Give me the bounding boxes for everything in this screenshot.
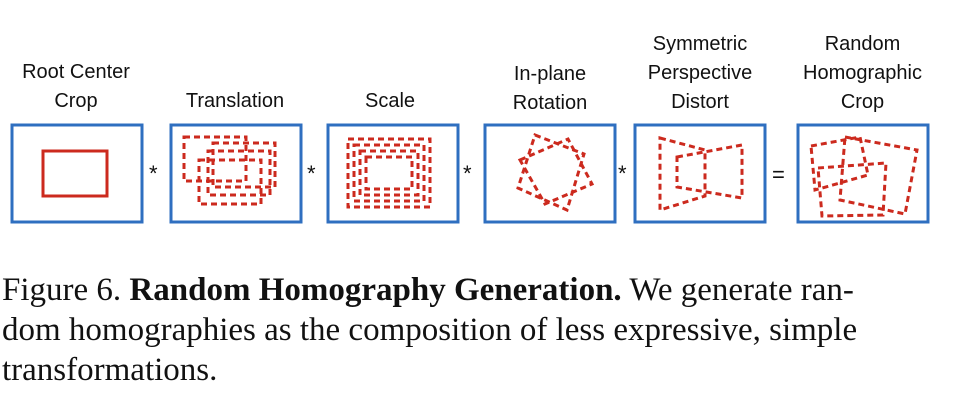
random-quad-3 <box>816 161 888 218</box>
caption-text-line1: We generate ran- <box>629 272 854 308</box>
caption-text-line2: dom homographies as the composition of l… <box>2 312 858 348</box>
translation-rect-3 <box>197 158 263 206</box>
caption-title: Random Homography Generation. <box>129 272 622 308</box>
rotation-rect-1 <box>517 137 595 206</box>
label-in-plane-rotation: In-plane Rotation <box>512 63 588 114</box>
figure-caption: Figure 6. Random Homography Generation. … <box>2 270 957 390</box>
label-translation: Translation <box>185 90 285 112</box>
operator-multiply-1: * <box>149 161 158 186</box>
panel-perspective-box <box>633 123 767 224</box>
operator-multiply-3: * <box>463 161 472 186</box>
translation-rect-4 <box>206 149 272 197</box>
operator-equals: = <box>772 162 785 187</box>
label-symmetric-perspective-distort: Symmetric Perspective Distort <box>647 33 753 113</box>
rotation-rect-2 <box>516 133 586 213</box>
scale-rect-1 <box>346 137 432 209</box>
label-random-homographic-crop: Random Homographic Crop <box>803 33 922 113</box>
scale-rect-4 <box>364 155 414 191</box>
panel-rotation-box <box>483 123 617 224</box>
label-scale: Scale <box>364 90 416 112</box>
panel-root-box <box>10 123 144 224</box>
perspective-quad-2 <box>675 143 744 200</box>
panel-random-box <box>796 123 930 224</box>
figure-diagram <box>10 123 930 224</box>
random-quad-2 <box>838 135 919 216</box>
panel-scale-box <box>326 123 460 224</box>
figure-6: Root Center Crop Translation Scale In-pl… <box>10 33 930 224</box>
operator-multiply-2: * <box>307 161 316 186</box>
operator-multiply-4: * <box>618 161 627 186</box>
caption-figure-number: Figure 6. <box>2 272 122 308</box>
translation-rect-1 <box>182 135 248 183</box>
root-crop-rect <box>41 149 109 198</box>
caption-text-line3: transformations. <box>2 352 218 388</box>
scale-rect-3 <box>358 149 420 197</box>
label-root-center-crop: Root Center Crop <box>22 61 130 112</box>
translation-rect-2 <box>211 141 277 189</box>
panel-translation-box <box>169 123 303 224</box>
scale-rect-2 <box>352 143 426 203</box>
perspective-quad-1 <box>658 136 707 213</box>
